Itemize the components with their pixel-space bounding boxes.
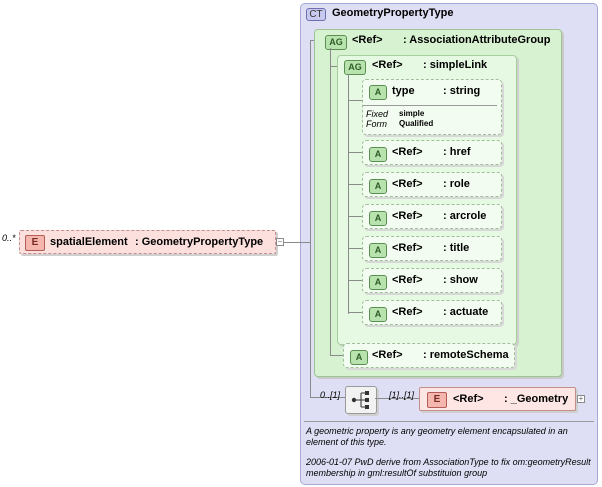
simple-link-ref: <Ref> [372,59,403,71]
expand-toggle-icon[interactable]: + [577,394,585,403]
sequence-right-cardinality: [1]..[1] [389,390,415,400]
role-attribute-box[interactable]: A <Ref> : role [362,172,502,197]
connector-line [348,100,362,101]
documentation-line-4: membership in gml:resultOf substituion g… [306,468,488,478]
separator [363,105,497,106]
attribute-ref: <Ref> [392,146,423,158]
element-badge: E [427,392,447,408]
attribute-type: : title [443,242,470,254]
element-ref: <Ref> [453,393,484,405]
attribute-badge: A [369,243,387,258]
element-type: : GeometryPropertyType [135,236,264,248]
documentation-separator [304,421,594,422]
attribute-ref: <Ref> [392,178,423,190]
attribute-name: type [392,85,415,97]
connector-line [310,40,315,41]
sequence-left-cardinality: 0..[1] [320,390,341,400]
connector-line [284,242,300,243]
attribute-badge: A [369,85,387,100]
attribute-badge: A [369,275,387,290]
association-group-type: : AssociationAttributeGroup [403,34,551,46]
spatial-element-node[interactable]: E spatialElement : GeometryPropertyType [19,230,276,254]
connector-line [300,242,310,243]
documentation-line-1: A geometric property is any geometry ele… [306,426,568,436]
element-badge: E [25,235,45,251]
attribute-ref: <Ref> [372,349,403,361]
element-name: spatialElement [50,236,128,248]
connector-line [375,398,420,399]
sequence-compositor[interactable] [345,386,377,414]
documentation-line-3: 2006-01-07 PwD derive from AssociationTy… [306,457,591,467]
attribute-type: : role [443,178,470,190]
connector-line [330,355,343,356]
form-label: Form [366,119,387,129]
complex-type-badge: CT [306,8,326,21]
remote-schema-attribute-box[interactable]: A <Ref> : remoteSchema [343,343,515,368]
simple-link-type: : simpleLink [423,59,488,71]
attribute-type: : actuate [443,306,489,318]
attribute-badge: A [369,179,387,194]
attribute-ref: <Ref> [392,306,423,318]
association-group-badge: AG [325,35,347,50]
element-cardinality: 0..* [2,233,16,243]
connector-line [348,216,362,217]
connector-line [348,280,362,281]
attribute-badge: A [369,211,387,226]
show-attribute-box[interactable]: A <Ref> : show [362,268,502,293]
fixed-value: simple [399,109,425,118]
fixed-label: Fixed [366,109,389,119]
arcrole-attribute-box[interactable]: A <Ref> : arcrole [362,204,502,229]
connector-line [330,48,331,356]
attribute-ref: <Ref> [392,242,423,254]
element-type: : _Geometry [504,393,569,405]
geometry-element-node[interactable]: E <Ref> : _Geometry [419,387,576,411]
complex-type-title: GeometryPropertyType [332,7,454,19]
actuate-attribute-box[interactable]: A <Ref> : actuate [362,300,502,325]
connector-line [348,184,362,185]
type-attribute-box[interactable]: A type : string Fixed simple Form Qualif… [362,79,502,135]
connector-line [348,248,362,249]
attribute-ref: <Ref> [392,274,423,286]
form-value: Qualified [399,119,434,128]
attribute-type: : href [443,146,471,158]
attribute-badge: A [369,147,387,162]
connector-line [330,66,337,67]
sequence-icon [351,391,369,409]
connector-line [310,40,311,398]
title-attribute-box[interactable]: A <Ref> : title [362,236,502,261]
attribute-type: : arcrole [443,210,487,222]
association-group-ref: <Ref> [352,34,383,46]
connector-line [348,74,349,314]
attribute-type: : remoteSchema [423,349,509,361]
simple-link-badge: AG [344,60,366,75]
documentation-line-2: element of this type. [306,437,387,447]
collapse-toggle-icon[interactable]: − [276,237,284,246]
href-attribute-box[interactable]: A <Ref> : href [362,140,502,165]
attribute-ref: <Ref> [392,210,423,222]
connector-line [310,397,345,398]
attribute-badge: A [369,307,387,322]
attribute-badge: A [350,350,368,365]
connector-line [348,312,362,313]
connector-line [348,152,362,153]
attribute-type: : show [443,274,478,286]
attribute-type: : string [443,85,481,97]
